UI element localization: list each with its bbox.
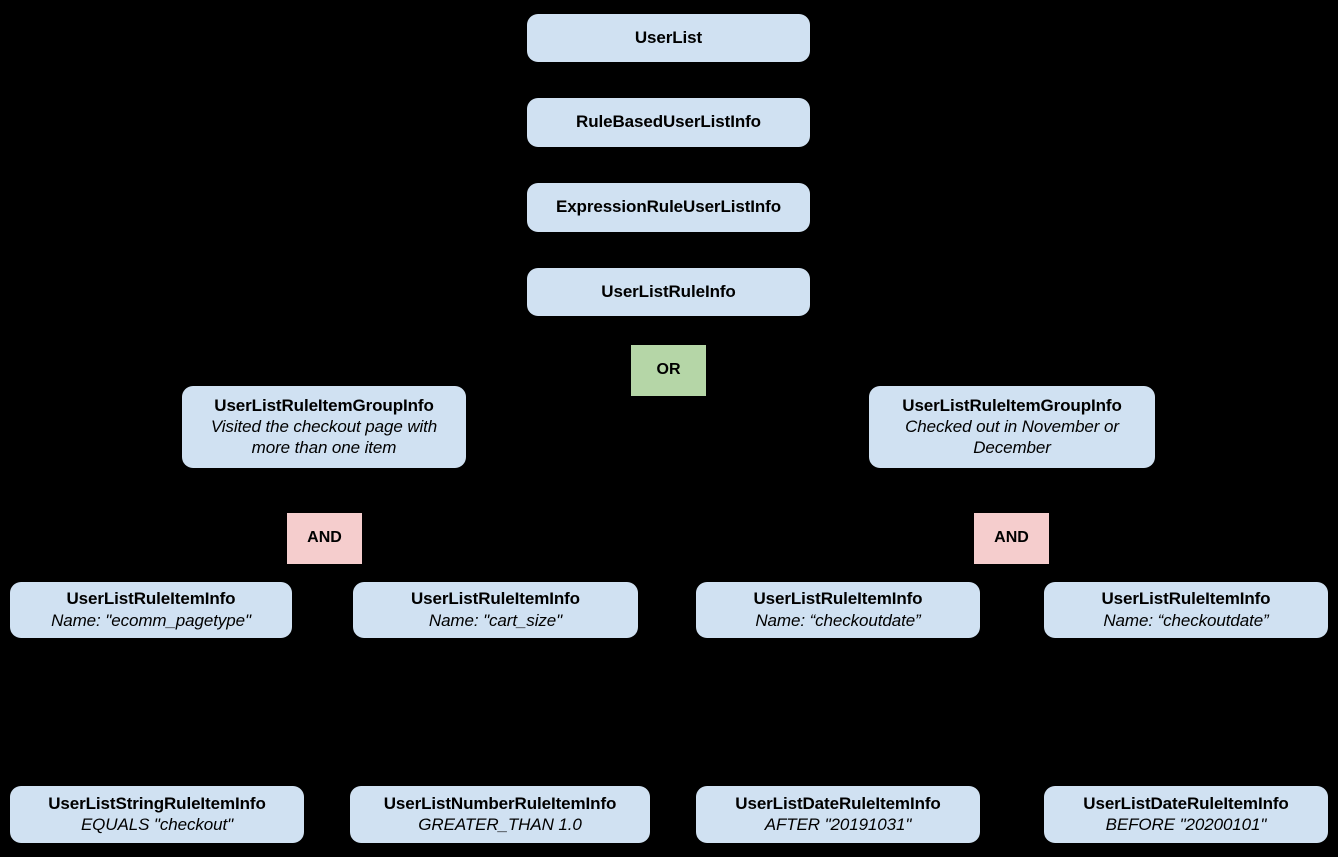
operator-label: OR: [656, 361, 681, 379]
edge-and-left-to-item-2: [323, 564, 496, 582]
node-user-list[interactable]: UserList: [527, 14, 810, 62]
node-subtitle: AFTER "20191031": [764, 815, 912, 834]
node-rule-item-2[interactable]: UserListRuleItemInfo Name: "cart_size": [353, 582, 638, 638]
node-title: RuleBasedUserListInfo: [576, 112, 761, 132]
edge-and-left-to-item-1: [150, 564, 325, 582]
node-title: UserListDateRuleItemInfo: [1083, 793, 1289, 813]
node-subtitle: Name: “checkoutdate”: [755, 610, 921, 630]
node-subtitle: EQUALS "checkout": [80, 815, 234, 834]
operator-label: AND: [307, 529, 342, 547]
node-subtitle: Visited the checkout page with more than…: [210, 417, 438, 457]
node-title: UserListStringRuleItemInfo: [48, 793, 266, 813]
operator-label: AND: [994, 529, 1029, 547]
node-subtitle: Name: “checkoutdate”: [1103, 610, 1269, 630]
node-title: ExpressionRuleUserListInfo: [555, 197, 782, 217]
edge-and-right-to-item-4: [1011, 564, 1187, 582]
node-rule-item-4[interactable]: UserListRuleItemInfo Name: “checkoutdate…: [1044, 582, 1328, 638]
node-subtitle: Name: "ecomm_pagetype": [51, 610, 251, 630]
node-or-operator[interactable]: OR: [631, 345, 706, 396]
node-and-right[interactable]: AND: [974, 513, 1049, 564]
node-leaf-string-rule-item[interactable]: UserListStringRuleItemInfo EQUALS "check…: [10, 786, 304, 843]
node-rule-based-user-list-info[interactable]: RuleBasedUserListInfo: [527, 98, 810, 147]
node-title: UserListRuleItemGroupInfo: [902, 396, 1122, 416]
node-leaf-number-rule-item[interactable]: UserListNumberRuleItemInfo GREATER_THAN …: [350, 786, 650, 843]
edge-and-right-to-item-3: [837, 564, 1013, 582]
node-title: UserListRuleItemInfo: [411, 589, 580, 609]
node-subtitle: Checked out in November or December: [905, 417, 1119, 457]
node-user-list-rule-info[interactable]: UserListRuleInfo: [527, 268, 810, 316]
node-title: UserList: [634, 27, 703, 47]
node-subtitle: GREATER_THAN 1.0: [418, 815, 582, 834]
node-group-left[interactable]: UserListRuleItemGroupInfo Visited the ch…: [182, 386, 466, 468]
node-expression-rule-user-list-info[interactable]: ExpressionRuleUserListInfo: [527, 183, 810, 232]
node-title: UserListRuleItemInfo: [66, 589, 236, 609]
node-title: UserListRuleItemGroupInfo: [214, 396, 434, 416]
node-subtitle: BEFORE "20200101": [1105, 815, 1267, 834]
node-rule-item-3[interactable]: UserListRuleItemInfo Name: “checkoutdate…: [696, 582, 980, 638]
node-subtitle: Name: "cart_size": [428, 610, 563, 630]
node-title: UserListRuleInfo: [601, 281, 736, 301]
node-group-right[interactable]: UserListRuleItemGroupInfo Checked out in…: [869, 386, 1155, 468]
node-title: UserListRuleItemInfo: [753, 589, 923, 609]
node-title: UserListNumberRuleItemInfo: [383, 793, 617, 813]
node-rule-item-1[interactable]: UserListRuleItemInfo Name: "ecomm_pagety…: [10, 582, 292, 638]
node-title: UserListDateRuleItemInfo: [735, 793, 941, 813]
node-title: UserListRuleItemInfo: [1101, 589, 1271, 609]
node-leaf-date-rule-item-before[interactable]: UserListDateRuleItemInfo BEFORE "2020010…: [1044, 786, 1328, 843]
node-and-left[interactable]: AND: [287, 513, 362, 564]
node-leaf-date-rule-item-after[interactable]: UserListDateRuleItemInfo AFTER "20191031…: [696, 786, 980, 843]
